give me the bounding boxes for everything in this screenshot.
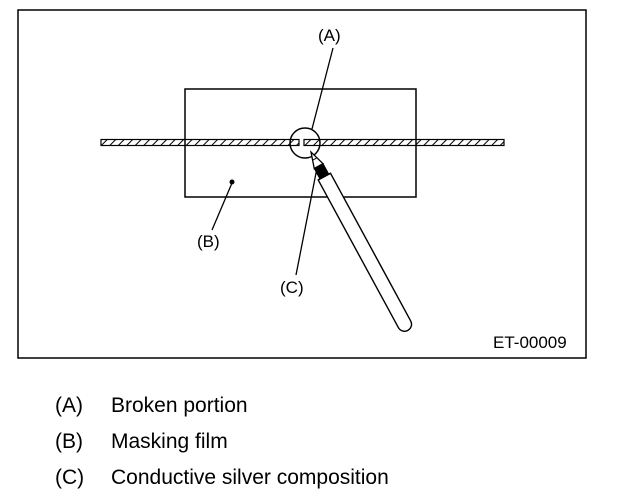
leader-line-b	[211, 182, 233, 231]
leader-line-a	[311, 47, 334, 130]
figure-code: ET-00009	[493, 333, 567, 352]
legend-text-a: Broken portion	[111, 394, 248, 417]
legend-row-a: (A) Broken portion	[55, 388, 389, 424]
legend-row-b: (B) Masking film	[55, 424, 389, 460]
broken-portion-circle	[289, 127, 321, 159]
callout-c: (C)	[280, 278, 304, 297]
legend-key-a: (A)	[55, 394, 83, 417]
callout-a: (A)	[318, 26, 341, 45]
legend-key-b: (B)	[55, 430, 83, 453]
legend-row-c: (C) Conductive silver composition	[55, 460, 389, 496]
leader-line-c	[295, 167, 318, 276]
legend-text-b: Masking film	[111, 430, 228, 453]
leader-dot-b	[229, 179, 235, 185]
callout-b: (B)	[197, 232, 220, 251]
legend-text-c: Conductive silver composition	[111, 466, 389, 489]
legend: (A) Broken portion (B) Masking film (C) …	[55, 388, 389, 496]
legend-key-c: (C)	[55, 466, 85, 489]
repair-diagram: (A) (B) (C) ET-00009	[17, 9, 587, 359]
heating-wire	[100, 138, 505, 147]
applicator-pen	[309, 150, 413, 332]
